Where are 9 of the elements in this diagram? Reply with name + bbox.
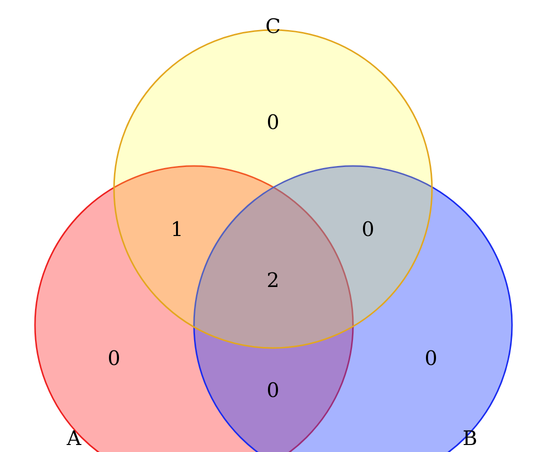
region-count: 0 — [362, 218, 374, 240]
region-count: 0 — [424, 347, 438, 369]
region-count: 0 — [108, 347, 120, 369]
region-count: 0 — [266, 111, 280, 133]
region-count: 1 — [170, 218, 184, 240]
region-count: 0 — [266, 379, 280, 401]
set-label: A — [66, 427, 82, 449]
set-label: B — [462, 427, 478, 449]
region-count: 2 — [266, 269, 280, 291]
